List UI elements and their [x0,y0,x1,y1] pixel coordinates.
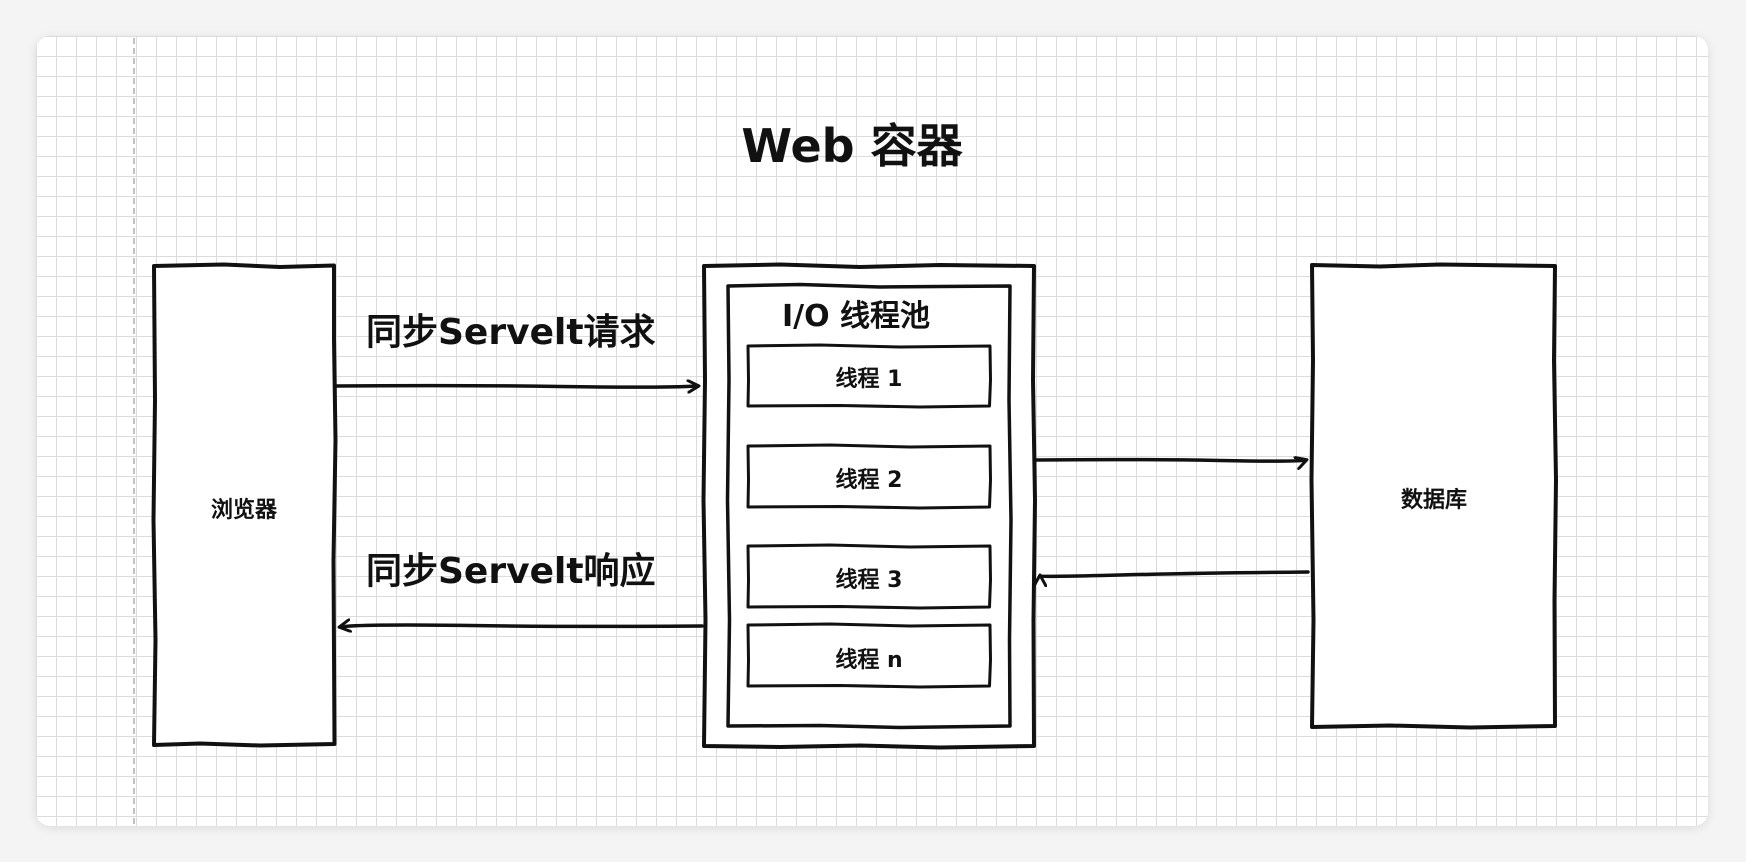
database-box [1309,262,1558,730]
browser-box [151,262,338,748]
thread-box [746,543,992,610]
query-arrow [1034,460,1306,462]
browser-label: 浏览器 [211,497,278,523]
browser-node: 浏览器 [151,262,338,748]
thread-label: 线程 3 [836,567,903,593]
thread-label: 线程 1 [836,366,903,392]
request-label: 同步Servelt请求 [366,312,656,353]
thread-item: 线程 2 [746,443,992,510]
database-node: 数据库 [1309,262,1558,730]
thread-pool-label: I/O 线程池 [782,299,930,334]
thread-box [746,343,992,409]
thread-item: 线程 n [746,622,992,689]
thread-label: 线程 2 [836,467,903,493]
thread-box [746,443,992,510]
request-arrow: 同步Servelt请求 [334,312,698,388]
thread-box [746,622,992,689]
response-arrow: 同步Servelt响应 [340,551,704,627]
web-container-node: I/O 线程池 线程 1 线程 2 线程 3 线程 n [701,262,1037,750]
diagram-title: Web 容器 [741,119,963,173]
database-label: 数据库 [1401,487,1467,513]
result-arrow [1040,570,1310,576]
thread-item: 线程 3 [746,543,992,610]
response-arrow-line [340,625,704,627]
request-arrow-line [334,386,698,388]
response-label: 同步Servelt响应 [366,551,656,592]
thread-item: 线程 1 [746,343,992,409]
thread-label: 线程 n [835,647,902,673]
